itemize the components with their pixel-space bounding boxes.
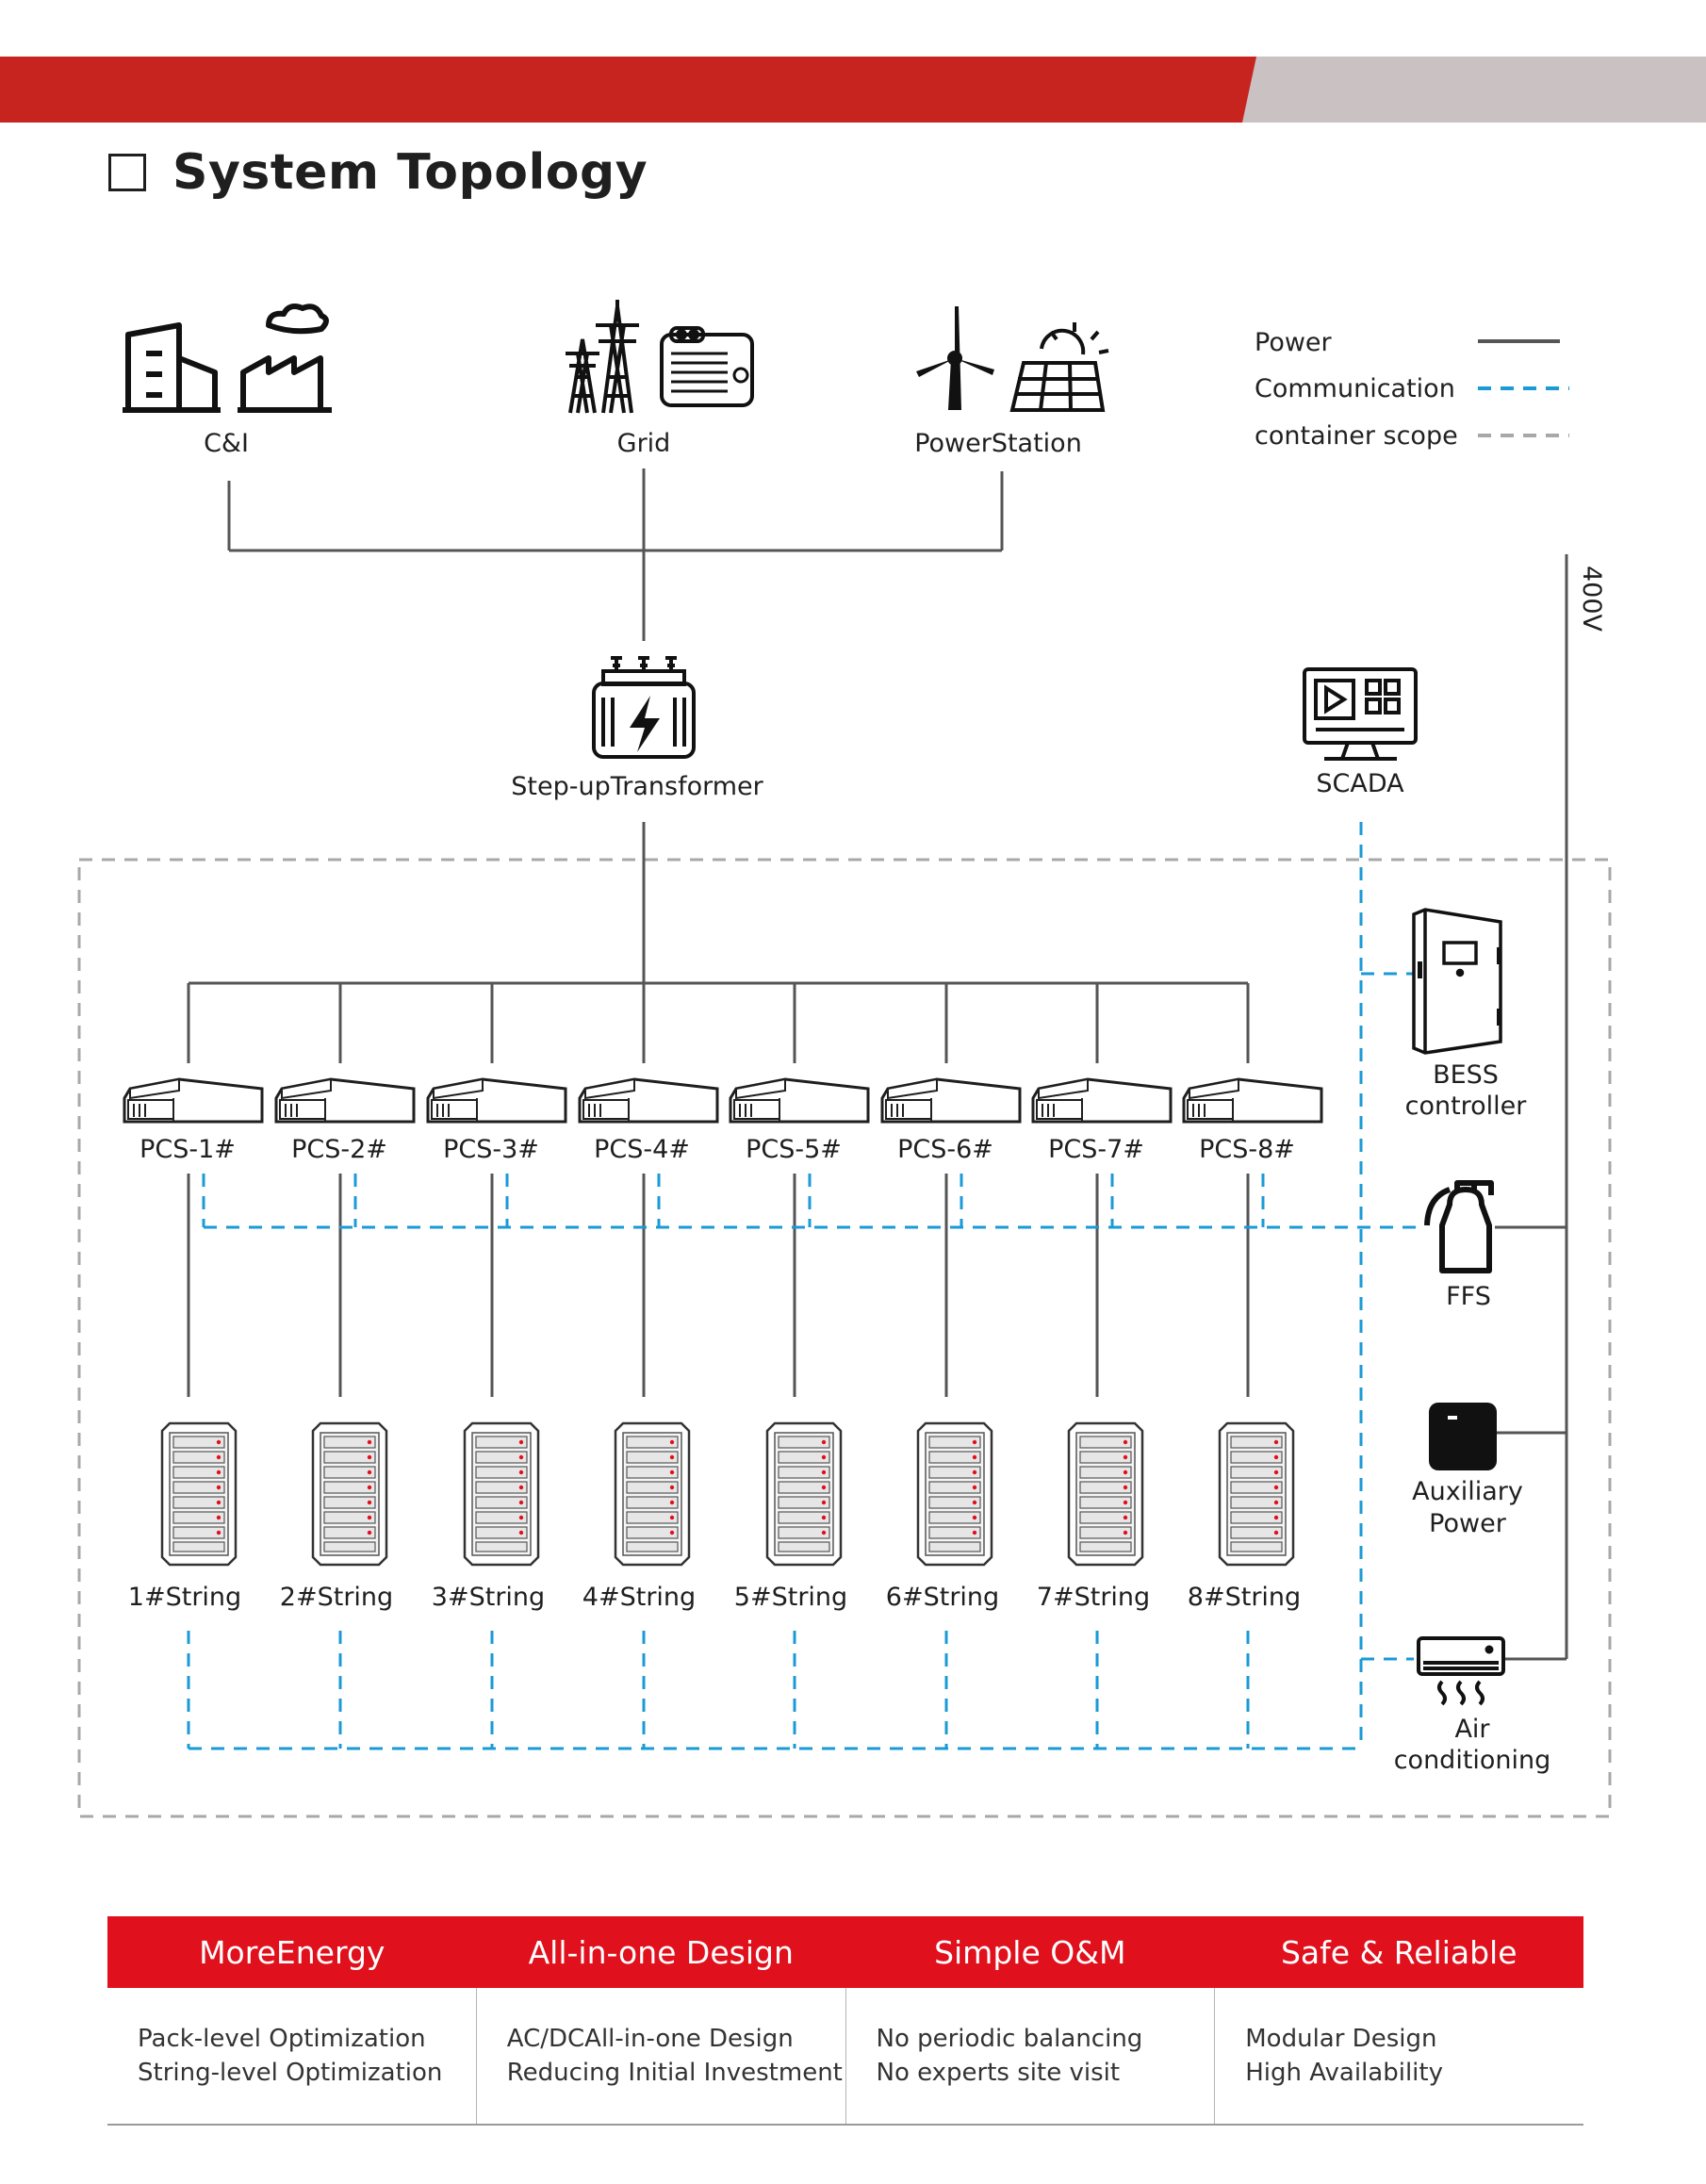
feature-line: High Availability [1245, 2059, 1443, 2087]
legend: Power Communication container scope [1255, 328, 1569, 451]
legend-label-communication: Communication [1255, 374, 1455, 403]
source-label-ci: C&I [204, 429, 249, 458]
air-label-line1: Air [1454, 1715, 1490, 1744]
scada-monitor-icon [1303, 667, 1418, 761]
auxiliary-power-icon [1429, 1403, 1497, 1470]
feature-title-simple-om: Simple O&M [934, 1933, 1126, 1971]
pcs-unit-1: PCS-1# [123, 1077, 264, 1164]
power-station-icon [916, 306, 1109, 412]
feature-header-row: MoreEnergy All-in-one Design Simple O&M … [107, 1916, 1583, 1988]
feature-cell-safe-reliable: Modular Design High Availability [1215, 1988, 1583, 2124]
source-label-grid: Grid [617, 429, 671, 458]
feature-table: MoreEnergy All-in-one Design Simple O&M … [107, 1916, 1583, 2126]
legend-item-communication: Communication [1255, 374, 1569, 403]
feature-cell-more-energy: Pack-level Optimization String-level Opt… [107, 1988, 477, 2124]
feature-cell-all-in-one: AC/DCAll-in-one Design Reducing Initial … [477, 1988, 846, 2124]
string-label: 2#String [280, 1583, 393, 1612]
pcs-unit-2: PCS-2# [274, 1077, 416, 1164]
legend-item-power: Power [1255, 328, 1560, 357]
legend-item-container-scope: container scope [1255, 421, 1569, 451]
feature-title-safe-reliable: Safe & Reliable [1280, 1933, 1517, 1971]
topology-diagram: Power Communication container scope [77, 300, 1612, 1818]
title-area: System Topology [108, 140, 648, 205]
top-banner [0, 57, 1706, 123]
feature-line: No periodic balancing [876, 2025, 1143, 2053]
communication-lines [187, 822, 1425, 1750]
string-label: 7#String [1037, 1583, 1150, 1612]
commercial-industrial-icon [123, 304, 332, 413]
feature-line: Pack-level Optimization [138, 2025, 426, 2053]
feature-cell-simple-om: No periodic balancing No experts site vi… [846, 1988, 1216, 2124]
transformer-label: Step-upTransformer [511, 772, 763, 801]
pcs-label: PCS-1# [139, 1135, 236, 1164]
feature-line: Reducing Initial Investment [506, 2059, 843, 2087]
grid-transmission-icon [566, 300, 754, 414]
battery-string-2: 2#String [280, 1421, 393, 1612]
battery-string-1: 1#String [128, 1421, 241, 1612]
pcs-unit-4: PCS-4# [578, 1077, 719, 1164]
battery-string-4: 4#String [582, 1421, 696, 1612]
legend-label-power: Power [1255, 328, 1333, 357]
voltage-label: 400V [1577, 566, 1606, 632]
pcs-label: PCS-5# [746, 1135, 842, 1164]
string-label: 1#String [128, 1583, 241, 1612]
pcs-unit-6: PCS-6# [880, 1077, 1022, 1164]
string-label: 8#String [1188, 1583, 1301, 1612]
pcs-unit-5: PCS-5# [729, 1077, 870, 1164]
battery-string-6: 6#String [886, 1421, 999, 1612]
legend-label-container-scope: container scope [1255, 421, 1458, 451]
pcs-label: PCS-6# [897, 1135, 993, 1164]
battery-string-8: 8#String [1188, 1421, 1301, 1612]
feature-line: AC/DCAll-in-one Design [506, 2025, 794, 2053]
bess-label-line2: controller [1405, 1092, 1528, 1121]
source-label-power-station: PowerStation [914, 429, 1082, 458]
page-title: System Topology [172, 144, 648, 201]
pcs-unit-3: PCS-3# [426, 1077, 567, 1164]
title-checkbox-icon [108, 154, 146, 191]
feature-title-all-in-one: All-in-one Design [528, 1933, 794, 1971]
battery-string-3: 3#String [432, 1421, 545, 1612]
pcs-label: PCS-4# [594, 1135, 690, 1164]
bess-controller-icon [1412, 908, 1502, 1055]
feature-line: No experts site visit [876, 2059, 1121, 2087]
ffs-label: FFS [1446, 1282, 1491, 1311]
fire-suppression-icon [1424, 1180, 1494, 1273]
battery-string-5: 5#String [734, 1421, 847, 1612]
string-label: 3#String [432, 1583, 545, 1612]
container-scope-box [77, 858, 1612, 1818]
air-label-line2: conditioning [1394, 1746, 1551, 1775]
string-label: 6#String [886, 1583, 999, 1612]
pcs-label: PCS-8# [1199, 1135, 1295, 1164]
power-lines-sources [187, 468, 1568, 1661]
string-label: 5#String [734, 1583, 847, 1612]
scada-label: SCADA [1316, 769, 1404, 798]
aux-power-label-line1: Auxiliary [1412, 1477, 1523, 1506]
pcs-label: PCS-3# [443, 1135, 539, 1164]
aux-power-label-line2: Power [1429, 1509, 1507, 1538]
feature-title-more-energy: MoreEnergy [199, 1933, 385, 1971]
battery-string-7: 7#String [1037, 1421, 1150, 1612]
lightning-icon [630, 696, 660, 752]
pcs-label: PCS-7# [1048, 1135, 1144, 1164]
pcs-unit-8: PCS-8# [1182, 1077, 1323, 1164]
bess-label-line1: BESS [1433, 1060, 1499, 1090]
feature-line: String-level Optimization [138, 2059, 443, 2087]
pcs-label: PCS-2# [291, 1135, 387, 1164]
string-label: 4#String [582, 1583, 696, 1612]
transformer-icon [592, 656, 696, 759]
pcs-unit-7: PCS-7# [1031, 1077, 1173, 1164]
feature-body-row: Pack-level Optimization String-level Opt… [107, 1988, 1583, 2126]
air-conditioning-icon [1417, 1636, 1505, 1706]
feature-line: Modular Design [1245, 2025, 1437, 2053]
